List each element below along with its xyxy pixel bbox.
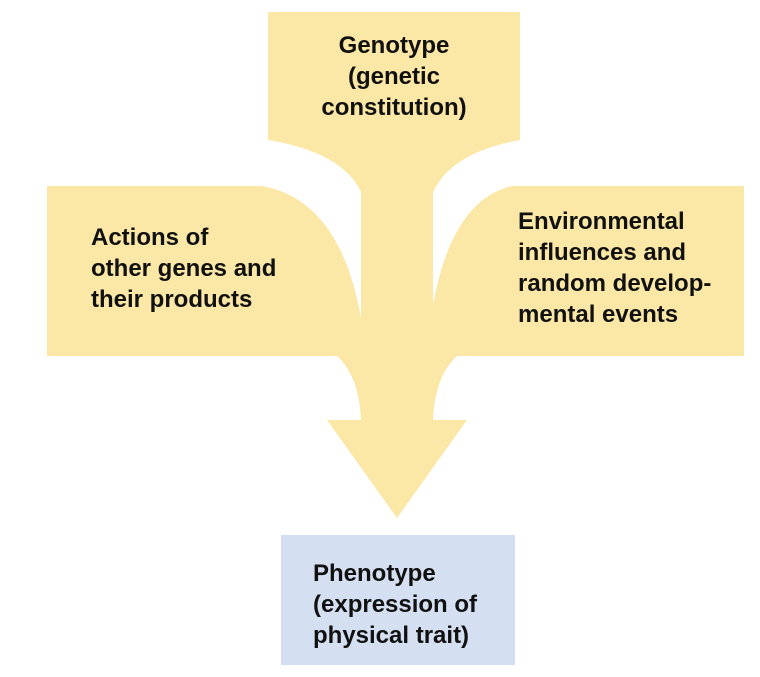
environment-line: mental events [518,301,679,328]
genotype-line: constitution) [321,94,467,121]
genotype-label: Genotype (genetic constitution) [268,30,520,123]
genotype-line: (genetic [347,63,440,90]
phenotype-line: Phenotype [313,560,436,587]
environment-line: influences and [518,239,687,266]
convergent-arrow-shape [47,12,744,518]
environment-label: Environmental influences and random deve… [518,206,711,330]
other-genes-label: Actions of other genes and their product… [91,222,276,315]
environment-line: Environmental [518,208,685,235]
other-genes-line: their products [91,286,253,313]
genotype-line: Genotype [338,32,450,59]
environment-line: random develop- [518,270,712,297]
phenotype-label: Phenotype (expression of physical trait) [313,558,477,651]
phenotype-line: (expression of [313,591,478,618]
other-genes-line: other genes and [91,255,277,282]
phenotype-box [281,535,515,665]
other-genes-line: Actions of [91,224,209,251]
phenotype-line: physical trait) [313,622,470,649]
